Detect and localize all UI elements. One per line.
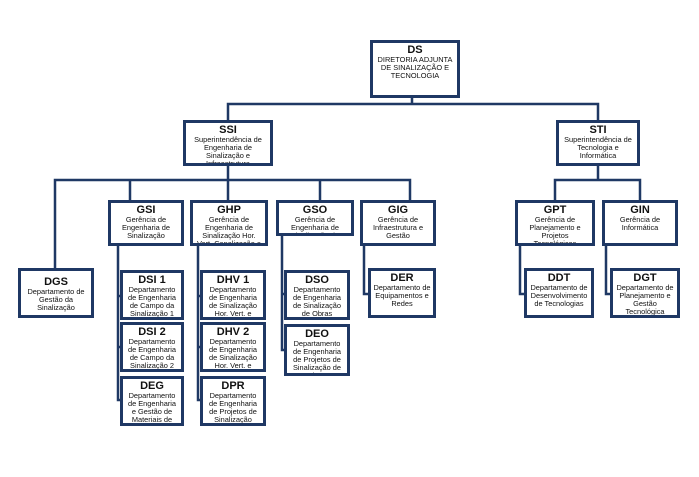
node-code: DGT [633,272,657,284]
connector-ds [226,96,600,122]
node-code: DEG [140,380,164,392]
node-label: Departamento de Engenharia de Sinalizaçã… [292,285,342,318]
node-sti: STI Superintendência de Tecnologia e Inf… [556,120,640,166]
node-code: GSO [302,204,328,216]
connector-ssi [53,164,412,270]
node-dsi2: DSI 2 Departamento de Engenharia de Camp… [120,322,184,372]
node-dsi1: DSI 1 Departamento de Engenharia de Camp… [120,270,184,320]
node-label: Gerência de Engenharia de Sinalização [121,215,171,240]
node-label: Departamento de Engenharia de Sinalizaçã… [208,337,258,370]
node-dso: DSO Departamento de Engenharia de Sinali… [284,270,350,320]
node-code: DSI 1 [138,274,166,286]
node-label: Departamento de Engenharia de Campo da S… [127,337,177,370]
node-gin: GIN Gerência de Informática [602,200,678,246]
node-code: DEO [305,328,329,340]
node-label: DIRETORIA ADJUNTA DE SINALIZAÇÃO E TECNO… [377,55,453,80]
node-label: Gerência de Planejamento e Projetos Tecn… [529,215,581,246]
node-code: GIG [387,204,409,216]
node-gig: GIG Gerência de Infraestrutura e Gestão [360,200,436,246]
node-code: DPR [221,380,245,392]
node-code: GPT [543,204,567,216]
node-dhv1: DHV 1 Departamento de Engenharia de Sina… [200,270,266,320]
node-label: Gerência de Informática [619,215,661,232]
node-dpr: DPR Departamento de Engenharia de Projet… [200,376,266,426]
node-label: Departamento de Engenharia de Sinalizaçã… [208,285,258,318]
node-ghp: GHP Gerência de Engenharia de Sinalizaçã… [190,200,268,246]
node-code: GIN [630,204,650,216]
node-ssi: SSI Superintendência de Engenharia de Si… [183,120,273,166]
node-label: Departamento de Engenharia de Projetos d… [208,391,258,424]
node-label: Departamento de Gestão da Sinalização [27,286,85,312]
node-gsi: GSI Gerência de Engenharia de Sinalizaçã… [108,200,184,246]
node-label: Departamento de Engenharia e Gestão de M… [127,391,177,424]
node-label: Departamento de Engenharia de Projetos d… [292,339,342,376]
node-code: DGS [44,275,68,288]
node-deo: DEO Departamento de Engenharia de Projet… [284,324,350,376]
node-code: DSO [305,274,329,286]
node-code: DS [407,44,423,56]
node-dgs: DGS Departamento de Gestão da Sinalizaçã… [18,268,94,318]
node-label: Superintendência de Engenharia de Sinali… [194,135,262,166]
node-dhv2: DHV 2 Departamento de Engenharia de Sina… [200,322,266,372]
node-label: Gerência de Infraestrutura e Gestão [372,215,424,240]
node-label: Superintendência de Tecnologia e Informá… [564,135,632,160]
node-der: DER Departamento de Equipamentos e Redes [368,268,436,318]
node-code: DHV 1 [216,274,250,286]
node-ds: DS DIRETORIA ADJUNTA DE SINALIZAÇÃO E TE… [370,40,460,98]
node-label: Departamento de Equipamentos e Redes [373,283,431,308]
node-deg: DEG Departamento de Engenharia e Gestão … [120,376,184,426]
node-label: Gerência de Engenharia de Sinalização de… [290,215,340,236]
node-label: Gerência de Engenharia de Sinalização Ho… [196,215,262,246]
node-dgt: DGT Departamento de Planejamento e Gestã… [610,268,680,318]
connector-sti [553,164,642,202]
node-label: Departamento de Planejamento e Gestão Te… [616,283,674,316]
node-code: GHP [217,204,241,216]
node-gso: GSO Gerência de Engenharia de Sinalizaçã… [276,200,354,236]
node-label: Departamento de Desenvolvimento de Tecno… [530,283,588,308]
node-code: SSI [219,124,237,136]
node-code: DSI 2 [138,326,166,338]
node-code: STI [589,124,607,136]
node-code: DDT [547,272,571,284]
node-code: GSI [136,204,156,216]
node-code: DHV 2 [216,326,250,338]
node-gpt: GPT Gerência de Planejamento e Projetos … [515,200,595,246]
node-code: DER [390,272,414,284]
node-label: Departamento de Engenharia de Campo da S… [127,285,177,318]
node-ddt: DDT Departamento de Desenvolvimento de T… [524,268,594,318]
